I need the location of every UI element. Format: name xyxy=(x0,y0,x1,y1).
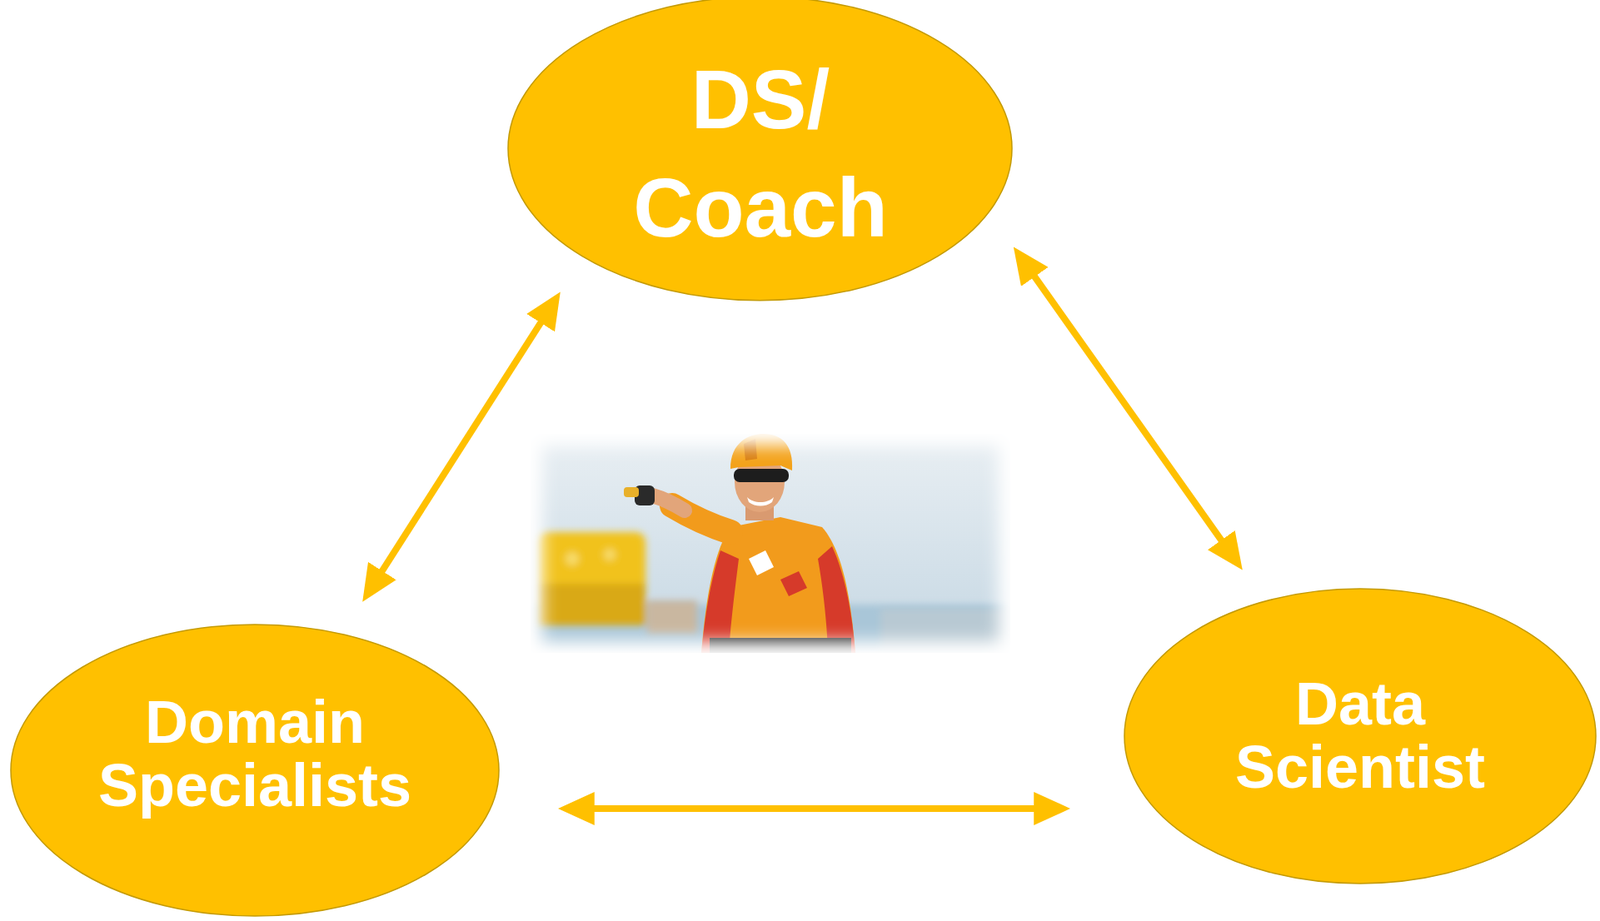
node-text-group: DS/ Coach xyxy=(623,44,898,262)
node-text-group: Domain Specialists xyxy=(88,691,422,818)
node-label: DS/ Coach xyxy=(623,44,898,262)
node-text-group: Data Scientist xyxy=(1210,672,1511,799)
double-arrow xyxy=(583,805,1046,813)
ellipse-node: DS/ Coach xyxy=(507,0,1013,301)
cyclist-photo xyxy=(530,433,1011,653)
ellipse-node: Data Scientist xyxy=(1123,588,1597,885)
node-label: Data Scientist xyxy=(1210,672,1511,799)
double-arrow xyxy=(1027,267,1228,550)
sky xyxy=(530,433,1011,653)
ellipse-outline xyxy=(507,0,1013,301)
ellipse-node: Domain Specialists xyxy=(9,623,500,918)
cyclist xyxy=(623,433,856,653)
double-arrow xyxy=(375,313,547,582)
node-label: Domain Specialists xyxy=(88,691,422,818)
ellipse-fill xyxy=(508,0,1012,300)
ellipse-fill xyxy=(10,624,499,917)
ellipse-fill xyxy=(1124,588,1596,884)
